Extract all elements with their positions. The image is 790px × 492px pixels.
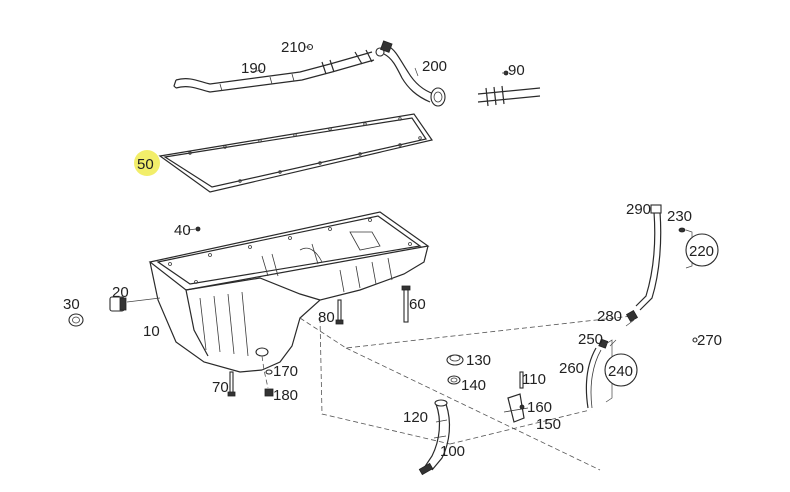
label-50[interactable]: 50 xyxy=(137,156,154,173)
label-220[interactable]: 220 xyxy=(689,243,714,260)
label-20[interactable]: 20 xyxy=(112,284,129,301)
label-60[interactable]: 60 xyxy=(409,296,426,313)
hose-200[interactable] xyxy=(380,40,446,107)
label-160[interactable]: 160 xyxy=(527,399,552,416)
label-170[interactable]: 170 xyxy=(273,363,298,380)
label-270[interactable]: 270 xyxy=(697,332,722,349)
label-110[interactable]: 110 xyxy=(522,371,546,388)
dipstick-260[interactable] xyxy=(585,347,602,409)
bolt-80[interactable] xyxy=(335,299,344,325)
label-140[interactable]: 140 xyxy=(461,377,486,394)
clip-160[interactable] xyxy=(519,404,525,410)
suction-tube-100[interactable] xyxy=(418,399,451,476)
label-100[interactable]: 100 xyxy=(440,443,465,460)
oil-pan-10[interactable] xyxy=(148,211,430,373)
bolt-110[interactable] xyxy=(519,371,524,389)
label-90[interactable]: 90 xyxy=(508,62,525,79)
bolt-60[interactable] xyxy=(401,285,411,323)
drain-plug-180[interactable] xyxy=(264,388,274,397)
label-200[interactable]: 200 xyxy=(422,58,447,75)
bolt-70[interactable] xyxy=(227,371,236,397)
label-290[interactable]: 290 xyxy=(626,201,651,218)
label-70[interactable]: 70 xyxy=(212,379,229,396)
label-180[interactable]: 180 xyxy=(273,387,298,404)
washer-170[interactable] xyxy=(265,369,273,375)
label-240[interactable]: 240 xyxy=(608,363,633,380)
label-210[interactable]: 210 xyxy=(281,39,306,56)
dipstick-tube-290[interactable] xyxy=(635,204,662,311)
fitting-250[interactable] xyxy=(598,338,609,349)
pipe-assembly-190[interactable] xyxy=(173,43,385,93)
label-130[interactable]: 130 xyxy=(466,352,491,369)
label-260[interactable]: 260 xyxy=(559,360,584,377)
fitting-280[interactable] xyxy=(625,309,639,323)
plug-20[interactable] xyxy=(109,296,161,312)
label-280[interactable]: 280 xyxy=(597,308,622,325)
gasket-50[interactable] xyxy=(158,113,433,193)
label-10[interactable]: 10 xyxy=(143,323,160,340)
label-230[interactable]: 230 xyxy=(667,208,692,225)
label-80[interactable]: 80 xyxy=(318,309,335,326)
o-ring-140[interactable] xyxy=(447,375,461,385)
cap-130[interactable] xyxy=(446,354,464,366)
seal-ring-30[interactable] xyxy=(68,313,84,327)
label-150[interactable]: 150 xyxy=(536,416,561,433)
label-120[interactable]: 120 xyxy=(403,409,428,426)
seal-230[interactable] xyxy=(678,227,686,233)
highlight-marker-50 xyxy=(134,150,160,176)
part-labels: 210 190 200 90 50 40 30 20 10 80 60 70 1… xyxy=(63,39,722,460)
label-250[interactable]: 250 xyxy=(578,331,603,348)
bracket-150[interactable] xyxy=(503,393,529,423)
label-190[interactable]: 190 xyxy=(241,60,266,77)
label-40[interactable]: 40 xyxy=(174,222,191,239)
label-30[interactable]: 30 xyxy=(63,296,80,313)
washer-270[interactable] xyxy=(692,337,698,343)
pin-90[interactable] xyxy=(477,70,541,107)
